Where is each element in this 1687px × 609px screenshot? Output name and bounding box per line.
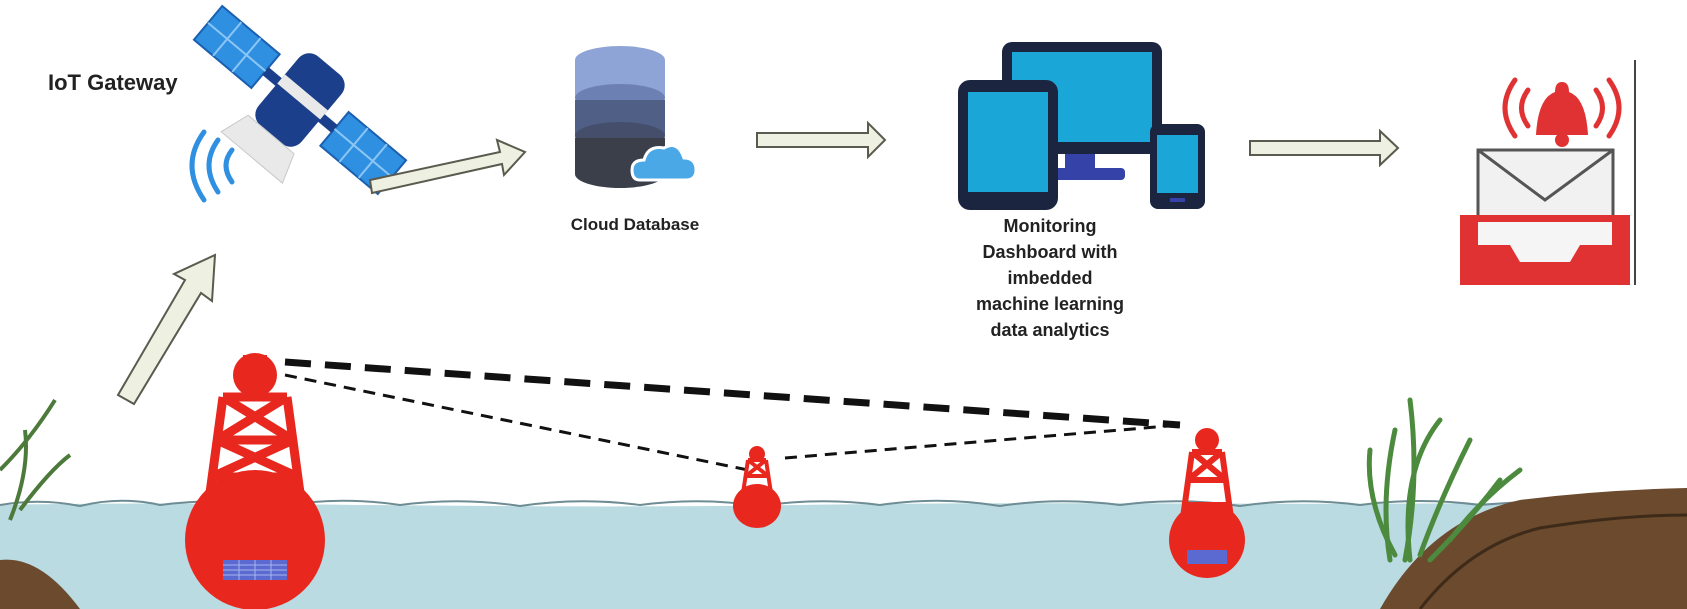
flow-arrow xyxy=(368,138,527,195)
dashboard-label-line: data analytics xyxy=(990,320,1110,340)
buoy-icon xyxy=(1169,428,1245,578)
monitoring-dashboard-label: Monitoring Dashboard with imbedded machi… xyxy=(950,213,1150,343)
satellite-icon xyxy=(192,4,408,196)
cloud-icon xyxy=(630,144,698,182)
buoy-links xyxy=(284,358,1181,472)
iot-gateway-label: IoT Gateway xyxy=(48,70,178,95)
dashboard-label-line: Dashboard with xyxy=(982,242,1118,262)
alert-bell-icon xyxy=(1502,77,1622,147)
envelope-icon xyxy=(1476,148,1615,224)
buoy-icon xyxy=(185,353,325,609)
cloud-database-label: Cloud Database xyxy=(570,215,700,234)
devices-icon xyxy=(958,42,1205,210)
dashboard-label-line: imbedded xyxy=(1007,268,1093,288)
flow-arrow xyxy=(1249,128,1400,168)
inbox-tray-icon xyxy=(1460,60,1636,285)
right-shore xyxy=(1366,397,1687,609)
uplink-arrow xyxy=(116,253,217,406)
left-shore xyxy=(0,398,80,609)
dashboard-label-line: machine learning xyxy=(975,294,1125,314)
buoy-icon xyxy=(733,446,781,528)
dashboard-label-line: Monitoring xyxy=(1003,216,1097,236)
database-icon xyxy=(575,46,665,188)
flow-arrow xyxy=(756,120,887,160)
signal-waves-icon xyxy=(189,129,235,203)
